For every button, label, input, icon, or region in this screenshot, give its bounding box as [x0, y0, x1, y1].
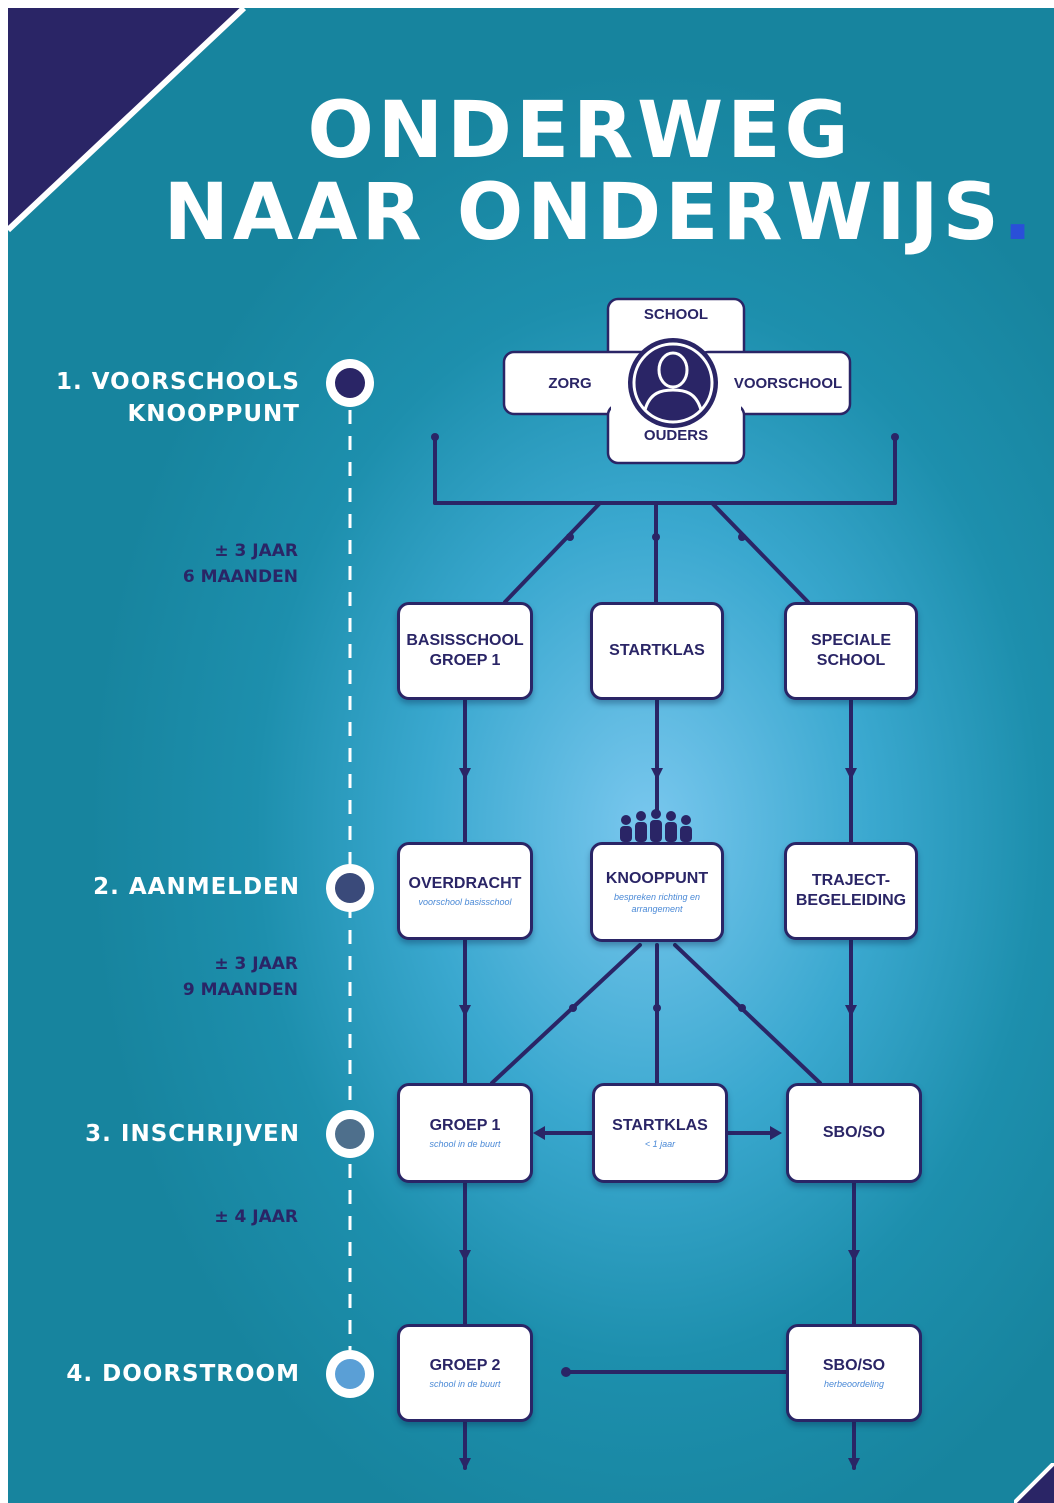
duration-3: ± 4 JAAR	[214, 1207, 298, 1227]
timeline-marker-1	[326, 359, 374, 407]
title-line-1: ONDERWEG	[307, 86, 853, 176]
stakeholder-ouders: OUDERS	[643, 427, 709, 444]
box-sbo-so: SBO/SO	[786, 1083, 922, 1183]
stage-2-aanmelden: 2. AANMELDEN	[93, 874, 300, 900]
box-groep-2: GROEP 2 school in de buurt	[397, 1324, 533, 1422]
box-startklas: STARTKLAS	[590, 602, 724, 700]
box-speciale-school: SPECIALE SCHOOL	[784, 602, 918, 700]
stage-4-doorstroom: 4. DOORSTROOM	[66, 1361, 300, 1387]
duration-2: ± 3 JAAR 9 MAANDEN	[182, 954, 298, 1000]
stakeholder-school: SCHOOL	[643, 306, 709, 323]
stakeholder-voorschool: VOORSCHOOL	[733, 375, 843, 392]
duration-1: ± 3 JAAR 6 MAANDEN	[182, 541, 298, 587]
box-sbo-so-herbeoordeling: SBO/SO herbeoordeling	[786, 1324, 922, 1422]
stakeholder-zorg: ZORG	[548, 375, 592, 392]
box-knooppunt: KNOOPPUNT bespreken richting en arrangem…	[590, 842, 724, 942]
stage-3-inschrijven: 3. INSCHRIJVEN	[85, 1121, 300, 1147]
title-dot: .	[1002, 168, 1037, 258]
poster	[8, 8, 1054, 1503]
timeline-marker-3	[326, 1110, 374, 1158]
title-line-2: NAAR ONDERWIJS.	[163, 168, 1037, 258]
corner-triangle-top-left	[8, 8, 247, 233]
box-basisschool-groep-1: BASISSCHOOL GROEP 1	[397, 602, 533, 700]
stage-1-voorschools-knooppunt: 1. VOORSCHOOLS KNOOPPUNT	[56, 369, 300, 427]
corner-triangle-bottom-right	[1014, 1463, 1054, 1503]
box-groep-1: GROEP 1 school in de buurt	[397, 1083, 533, 1183]
timeline-marker-2	[326, 864, 374, 912]
box-trajectbegeleiding: TRAJECT- BEGELEIDING	[784, 842, 918, 940]
box-overdracht: OVERDRACHT voorschool basisschool	[397, 842, 533, 940]
box-startklas-1-jaar: STARTKLAS < 1 jaar	[592, 1083, 728, 1183]
timeline-marker-4	[326, 1350, 374, 1398]
